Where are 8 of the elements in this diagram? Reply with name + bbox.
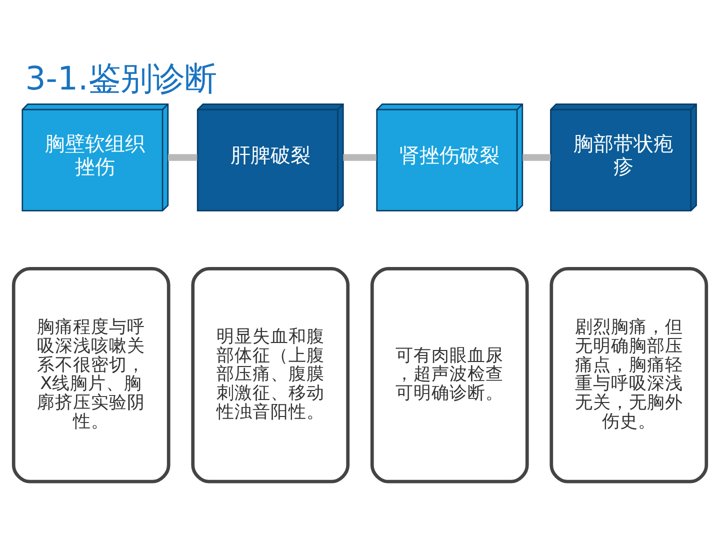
node-box: 胸痛程度与呼吸深浅咳嗽关系不很密切，X线胸片、胸廓挤压实验阴性。 [12, 266, 170, 484]
node-box: 剧烈胸痛，但无明确胸部压痛点，胸痛轻重与呼吸深浅无关，无胸外伤史。 [550, 266, 708, 484]
diagram-title: 3-1.鉴别诊断 [25, 60, 216, 98]
connector [522, 154, 551, 161]
node-box: 可有肉眼血尿，超声波检查可明确诊断。 [370, 266, 529, 484]
connector [343, 154, 376, 161]
node-box: 明显失血和腹部体征（上腹部压痛、腹膜刺激征、移动性浊音阳性。 [191, 266, 350, 484]
connector [168, 154, 198, 161]
